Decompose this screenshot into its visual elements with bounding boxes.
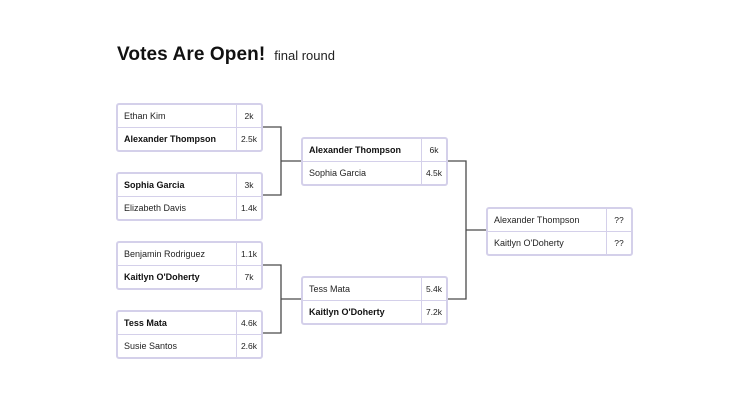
competitor-row[interactable]: Susie Santos 2.6k: [118, 334, 261, 357]
competitor-row[interactable]: Tess Mata 5.4k: [303, 278, 446, 300]
competitor-name: Sophia Garcia: [124, 180, 185, 190]
competitor-row-winner[interactable]: Alexander Thompson 2.5k: [118, 127, 261, 150]
connector-r1-lower: [262, 264, 302, 334]
header: Votes Are Open! final round: [117, 44, 335, 66]
vote-count: 7k: [236, 266, 261, 288]
competitor-row[interactable]: Kaitlyn O'Doherty ??: [488, 231, 631, 254]
competitor-row-winner[interactable]: Alexander Thompson 6k: [303, 139, 446, 161]
competitor-name: Kaitlyn O'Doherty: [494, 238, 564, 248]
competitor-row-winner[interactable]: Kaitlyn O'Doherty 7k: [118, 265, 261, 288]
competitor-row[interactable]: Alexander Thompson ??: [488, 209, 631, 231]
vote-count: 2.6k: [236, 335, 261, 357]
vote-count: ??: [606, 232, 631, 254]
vote-count: 3k: [236, 174, 261, 196]
competitor-name: Alexander Thompson: [124, 134, 217, 144]
competitor-row[interactable]: Elizabeth Davis 1.4k: [118, 196, 261, 219]
competitor-name: Alexander Thompson: [309, 145, 402, 155]
connector-r2: [447, 160, 487, 300]
vote-count: 2k: [236, 105, 261, 127]
matchup-r2-1[interactable]: Alexander Thompson 6k Sophia Garcia 4.5k: [301, 137, 448, 186]
vote-count: 1.4k: [236, 197, 261, 219]
competitor-name: Ethan Kim: [124, 111, 166, 121]
competitor-row-winner[interactable]: Tess Mata 4.6k: [118, 312, 261, 334]
vote-count: 1.1k: [236, 243, 261, 265]
matchup-r1-2[interactable]: Sophia Garcia 3k Elizabeth Davis 1.4k: [116, 172, 263, 221]
competitor-row[interactable]: Sophia Garcia 4.5k: [303, 161, 446, 184]
matchup-r2-2[interactable]: Tess Mata 5.4k Kaitlyn O'Doherty 7.2k: [301, 276, 448, 325]
matchup-r1-1[interactable]: Ethan Kim 2k Alexander Thompson 2.5k: [116, 103, 263, 152]
competitor-name: Kaitlyn O'Doherty: [309, 307, 385, 317]
competitor-name: Tess Mata: [124, 318, 167, 328]
competitor-name: Kaitlyn O'Doherty: [124, 272, 200, 282]
competitor-row-winner[interactable]: Kaitlyn O'Doherty 7.2k: [303, 300, 446, 323]
round-subtitle: final round: [274, 48, 335, 63]
vote-count: 4.5k: [421, 162, 446, 184]
vote-count: 2.5k: [236, 128, 261, 150]
matchup-r1-3[interactable]: Benjamin Rodriguez 1.1k Kaitlyn O'Dohert…: [116, 241, 263, 290]
competitor-name: Sophia Garcia: [309, 168, 367, 178]
competitor-name: Tess Mata: [309, 284, 351, 294]
competitor-name: Elizabeth Davis: [124, 203, 187, 213]
vote-count: 5.4k: [421, 278, 446, 300]
vote-count: 6k: [421, 139, 446, 161]
vote-count: ??: [606, 209, 631, 231]
competitor-row[interactable]: Ethan Kim 2k: [118, 105, 261, 127]
matchup-final[interactable]: Alexander Thompson ?? Kaitlyn O'Doherty …: [486, 207, 633, 256]
competitor-row-winner[interactable]: Sophia Garcia 3k: [118, 174, 261, 196]
competitor-name: Susie Santos: [124, 341, 178, 351]
competitor-name: Alexander Thompson: [494, 215, 580, 225]
vote-count: 4.6k: [236, 312, 261, 334]
competitor-row[interactable]: Benjamin Rodriguez 1.1k: [118, 243, 261, 265]
competitor-name: Benjamin Rodriguez: [124, 249, 206, 259]
connector-r1-upper: [262, 126, 302, 196]
vote-count: 7.2k: [421, 301, 446, 323]
page-title: Votes Are Open!: [117, 44, 266, 65]
matchup-r1-4[interactable]: Tess Mata 4.6k Susie Santos 2.6k: [116, 310, 263, 359]
